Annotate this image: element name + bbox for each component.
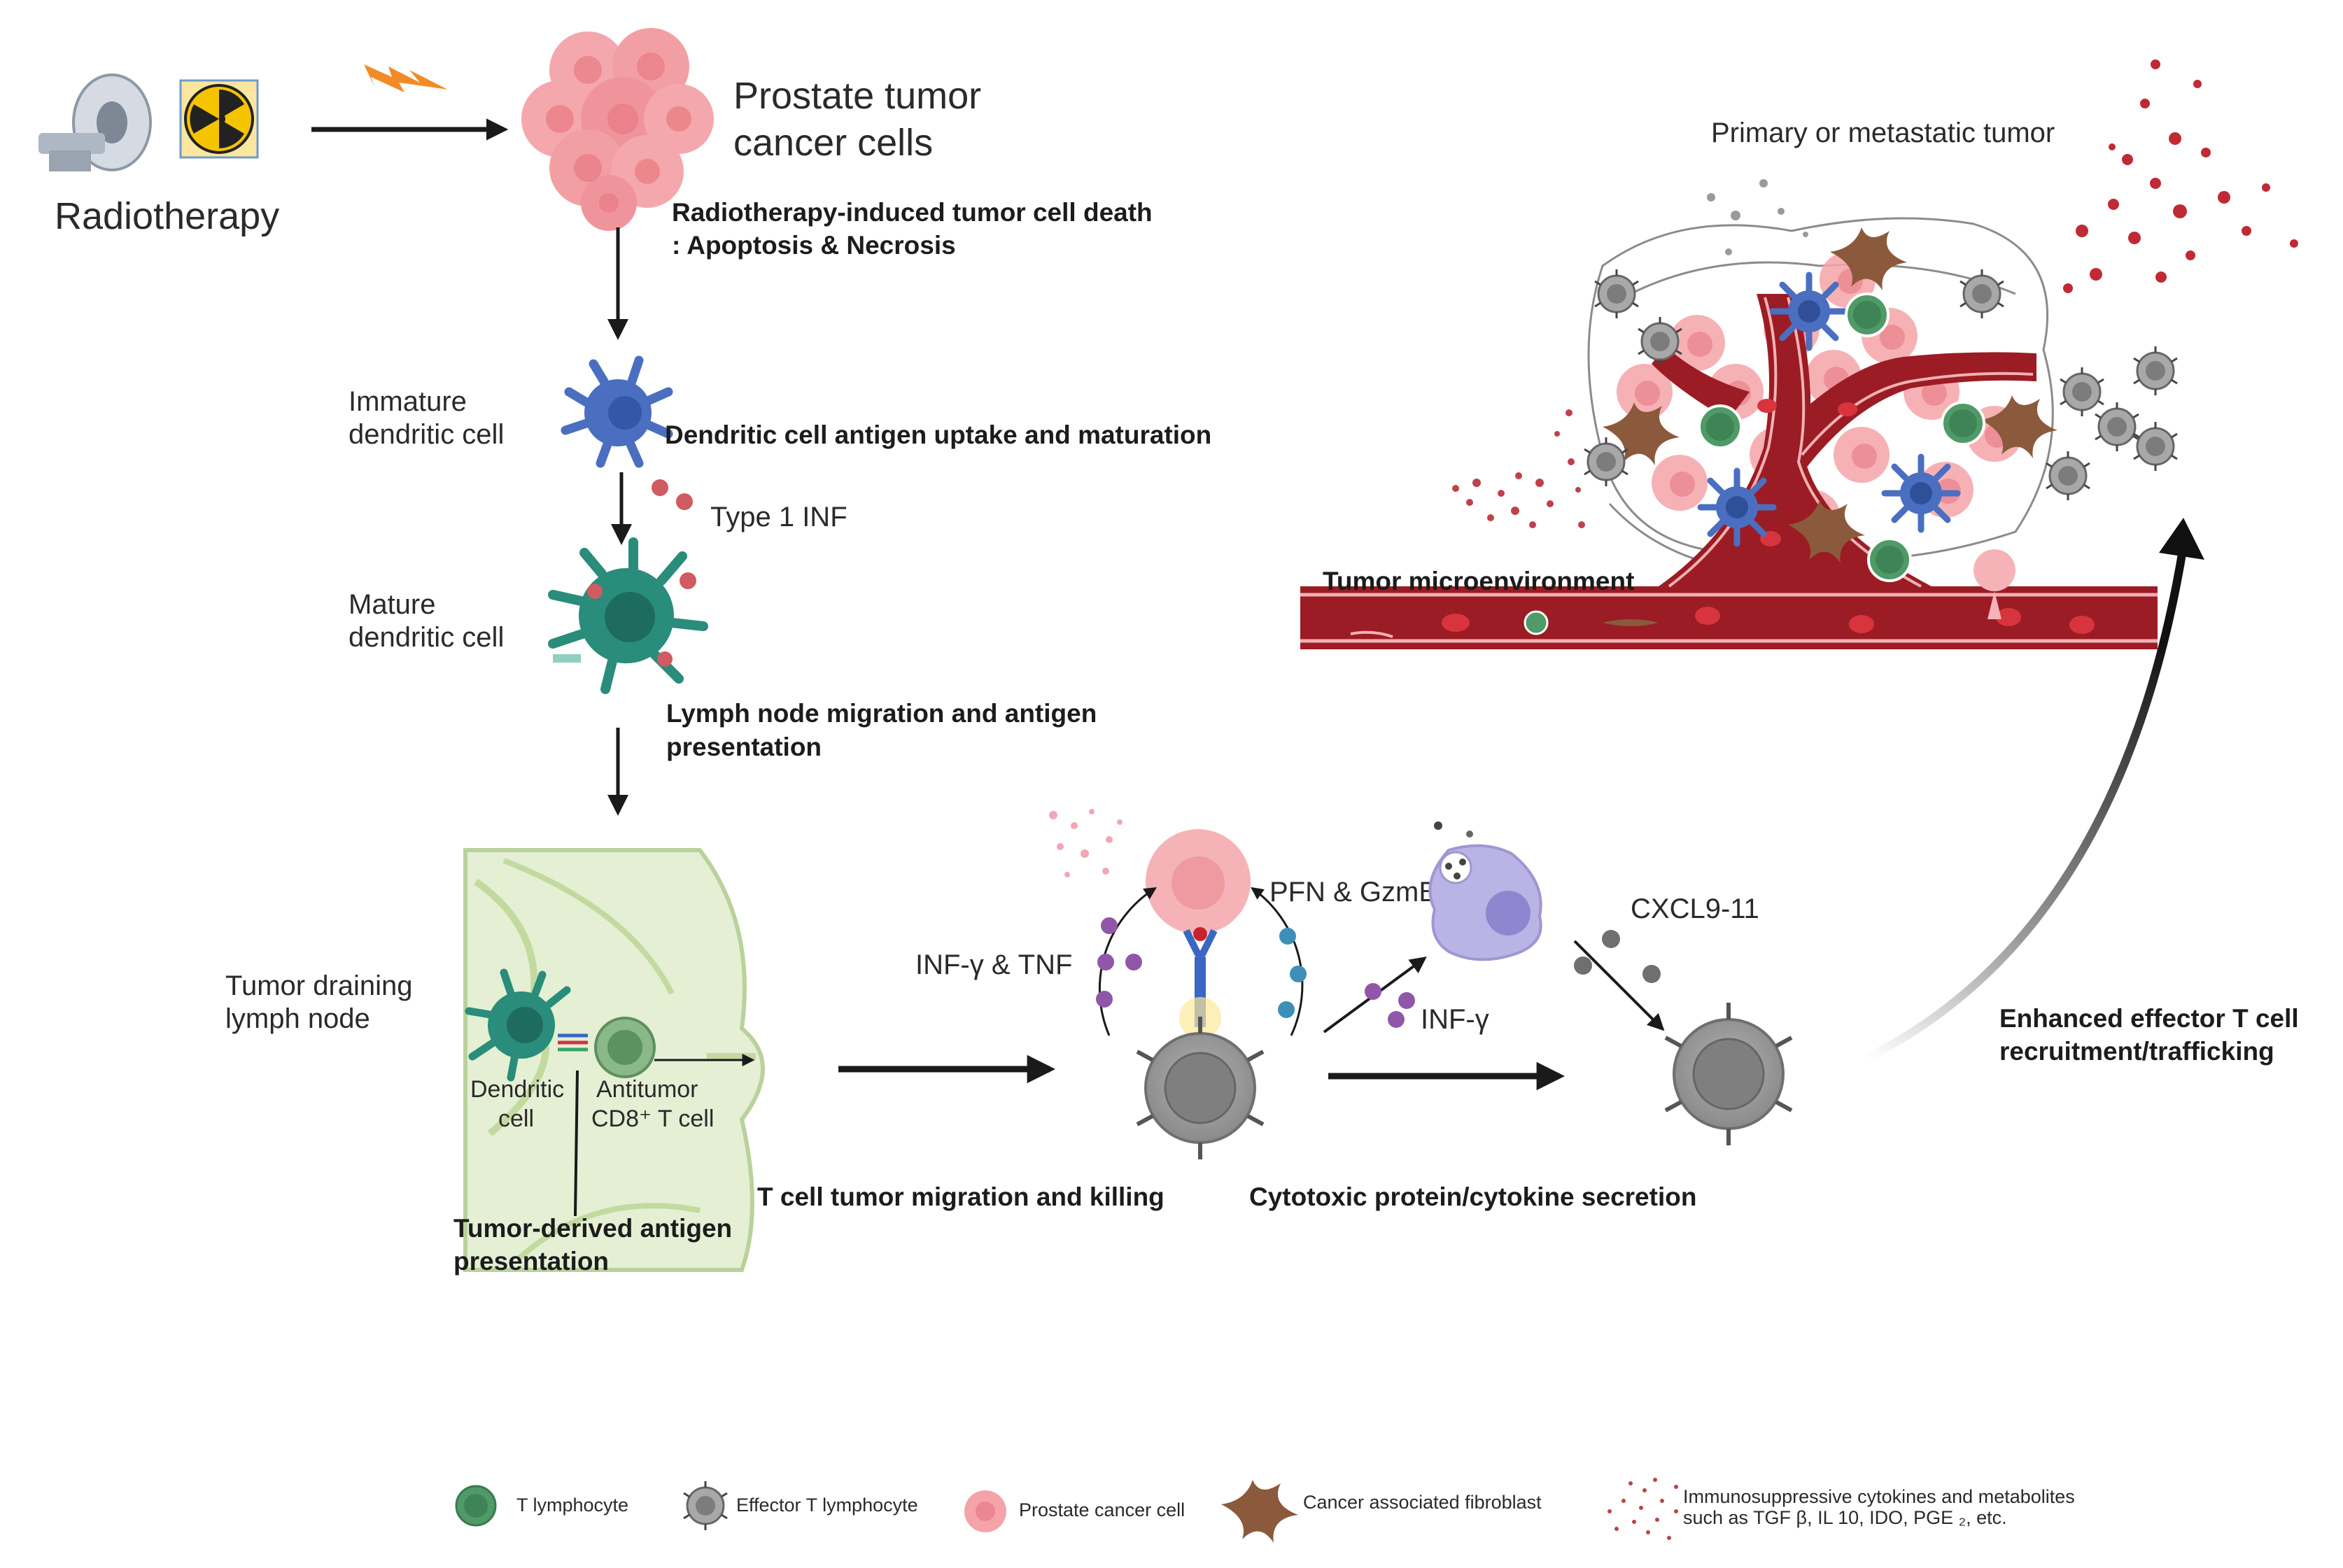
recruitment-arrowhead [2159, 518, 2204, 560]
legend: T lymphocyte Effector T lymphocyte Prost… [455, 1478, 2075, 1543]
type1-inf-molecules [652, 479, 693, 510]
radiation-hazard-icon [179, 79, 259, 159]
secretion-caption: Cytotoxic protein/cytokine secretion [1249, 1182, 1696, 1211]
inf-tnf-molecules [1096, 917, 1142, 1008]
antitumor-label-line1: Antitumor [596, 1076, 698, 1103]
lymph-migration-line1: Lymph node migration and antigen [666, 699, 1097, 728]
cxcl-molecules [1574, 930, 1661, 983]
enhanced-line2: recruitment/trafficking [1999, 1037, 2274, 1066]
macrophage [1428, 821, 1542, 961]
tumor-title-line2: cancer cells [733, 122, 933, 164]
dying-tumor-fragments [1049, 809, 1123, 877]
killing-caption: T cell tumor migration and killing [757, 1182, 1165, 1211]
antitumor-label-line2: CD8⁺ T cell [591, 1106, 714, 1132]
tumor-antigen-line2: presentation [453, 1247, 609, 1276]
lymph-migration-line2: presentation [666, 733, 822, 761]
tumor-antigen-line1: Tumor-derived antigen [453, 1214, 732, 1243]
legend-effector: Effector T lymphocyte [736, 1495, 918, 1516]
antigen-pointer-line [574, 1070, 579, 1217]
legend-effector-icon [682, 1480, 729, 1532]
immature-dc-line1: Immature [349, 386, 467, 417]
immunosuppressive-particles-left [1452, 409, 1585, 528]
lightning-icon [364, 64, 448, 92]
target-tumor-cell [1146, 829, 1251, 934]
lymph-dendritic-cell [465, 968, 571, 1082]
mature-dendritic-cell [548, 537, 708, 694]
dc-uptake-label: Dendritic cell antigen uptake and matura… [665, 421, 1211, 449]
inf-tnf-label: INF-γ & TNF [915, 949, 1072, 980]
legend-immuno-line2: such as TGF β, IL 10, IDO, PGE ₂, etc. [1683, 1507, 2007, 1528]
arrow-pfn-release [1251, 887, 1304, 1036]
tme-label: Tumor microenvironment [1323, 567, 1634, 595]
effector-t-cell-killing [1137, 1017, 1263, 1159]
legend-t-lymphocyte-icon [455, 1485, 497, 1527]
pfn-gzmb-molecules [1278, 928, 1307, 1018]
immature-dc-line2: dendritic cell [349, 419, 504, 450]
pfn-gzmb-label: PFN & GzmB [1269, 877, 1437, 907]
tumor-death-line2: : Apoptosis & Necrosis [672, 231, 956, 260]
mri-scanner-icon [38, 73, 152, 171]
arrow-cxcl-to-tcell [1573, 940, 1665, 1031]
prostate-tumor-cluster [521, 28, 714, 231]
legend-immunosuppressive-icon [1607, 1478, 1678, 1540]
blood-vessel [1300, 294, 2158, 649]
type1-inf-label: Type 1 INF [710, 502, 847, 532]
tumor-title-line1: Prostate tumor [733, 75, 981, 117]
inf-gamma-label: INF-γ [1421, 1004, 1489, 1035]
radiotherapy-label: Radiotherapy [55, 195, 279, 237]
lymph-node-label-line1: Tumor draining [225, 970, 413, 1001]
dendritic-cell-label-line2: cell [498, 1106, 534, 1132]
legend-immuno-line1: Immunosuppressive cytokines and metaboli… [1683, 1486, 2075, 1507]
legend-t-lymphocyte: T lymphocyte [516, 1495, 628, 1516]
enhanced-line1: Enhanced effector T cell [1999, 1004, 2299, 1033]
mature-dc-line2: dendritic cell [349, 622, 504, 653]
mature-dc-line1: Mature [349, 589, 436, 620]
immunosuppressive-particles-right [2063, 59, 2298, 293]
tme-title: Primary or metastatic tumor [1711, 118, 2055, 148]
recruitment-arrow [1865, 545, 2188, 1062]
dendritic-cell-label-line1: Dendritic [470, 1076, 564, 1103]
effector-t-cell-secretion [1666, 1003, 1792, 1145]
legend-prostate-icon [964, 1490, 1006, 1532]
antitumor-cd8-t-cell [594, 1017, 656, 1078]
legend-fibroblast-icon [1221, 1480, 1298, 1543]
antigen-presentation-complex [558, 1033, 588, 1052]
gray-particles [1707, 179, 1808, 255]
cxcl-label: CXCL9-11 [1631, 894, 1759, 924]
tumor-death-line1: Radiotherapy-induced tumor cell death [672, 198, 1153, 227]
immature-dendritic-cell [561, 355, 673, 468]
legend-prostate: Prostate cancer cell [1019, 1499, 1185, 1520]
inf-gamma-molecules [1365, 983, 1415, 1028]
legend-fibroblast: Cancer associated fibroblast [1303, 1492, 1542, 1513]
lymph-node-label-line2: lymph node [225, 1003, 370, 1034]
